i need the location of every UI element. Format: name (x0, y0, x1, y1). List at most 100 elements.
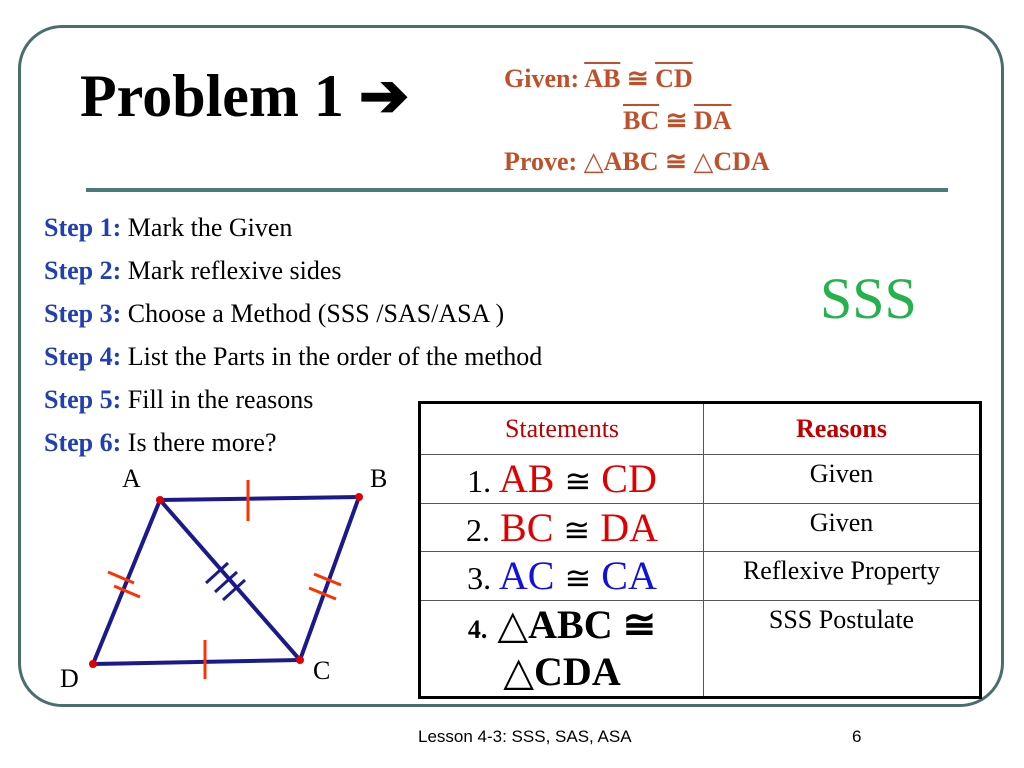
reason-cell: Reflexive Property (703, 551, 981, 601)
congruent-symbol: ≅ (626, 64, 649, 93)
step-item: Step 1: Mark the Given (44, 206, 542, 249)
step-text: List the Parts in the order of the metho… (127, 342, 543, 371)
header-statements: Statements (419, 402, 704, 455)
vertex-points (89, 493, 363, 668)
label-a: A (122, 464, 141, 493)
footer-lesson: Lesson 4-3: SSS, SAS, ASA (418, 727, 632, 746)
reason-cell: Given (703, 502, 981, 553)
side-da (91, 499, 162, 665)
step-label: Step 6: (44, 428, 122, 457)
given-row-1: Given: AB ≅ CD (504, 58, 770, 100)
step-item: Step 5: Fill in the reasons (44, 378, 542, 421)
vertex-a (156, 496, 164, 504)
statement-left: BC (500, 504, 554, 550)
step-label: Step 1: (44, 213, 122, 242)
given-segment-bc: BC (623, 105, 660, 135)
side-cd (92, 658, 301, 666)
given-prove-block: Given: AB ≅ CD BC ≅ DA Prove: △ABC ≅ △CD… (504, 58, 770, 183)
statement-cell: 3. AC ≅ CA (419, 551, 704, 601)
given-row-2: BC ≅ DA (504, 100, 770, 142)
statement-left: AB (498, 456, 555, 502)
label-c: C (313, 656, 330, 685)
tick-da-1 (107, 570, 135, 585)
method-label: SSS (820, 266, 917, 331)
step-label: Step 4: (44, 342, 122, 371)
triangle-icon: △ (503, 649, 535, 695)
table-header-row: Statements Reasons (419, 402, 981, 455)
step-item: Step 6: Is there more? (44, 421, 542, 464)
given-label: Given: (504, 64, 580, 93)
tick-ac-2 (213, 570, 239, 594)
prove-triangle-abc: ABC (603, 147, 659, 177)
statement-cell: 2. BC ≅ DA (419, 502, 704, 553)
table-row: 3. AC ≅ CA Reflexive Property (419, 551, 981, 601)
steps-list: Step 1: Mark the Given Step 2: Mark refl… (44, 206, 542, 464)
triangle-icon: △ (497, 602, 529, 648)
step-text: Is there more? (127, 428, 277, 457)
congruent-symbol: ≅ (665, 105, 688, 135)
step-label: Step 2: (44, 256, 122, 285)
tick-ac-3 (221, 578, 247, 602)
step-label: Step 3: (44, 299, 122, 328)
statement-number: 4. (467, 615, 488, 645)
step-text: Mark the Given (127, 213, 293, 242)
step-text: Choose a Method (SSS /SAS/ASA ) (127, 299, 505, 328)
statement-right: CA (601, 553, 657, 599)
given-segment-da: DA (693, 105, 732, 135)
side-bc (298, 496, 361, 661)
proof-table: Statements Reasons 1. AB ≅ CD Given 2. B… (418, 401, 982, 699)
step-item: Step 4: List the Parts in the order of t… (44, 335, 542, 378)
page-number: 6 (852, 727, 862, 746)
congruent-symbol: ≅ (564, 463, 592, 500)
prove-label: Prove: (504, 147, 578, 177)
header-reasons: Reasons (703, 402, 981, 455)
step-item: Step 3: Choose a Method (SSS /SAS/ASA ) (44, 292, 542, 335)
given-segment-ab: AB (584, 64, 621, 93)
slide-frame (18, 25, 1004, 707)
label-b: B (370, 464, 387, 493)
congruent-symbol: ≅ (622, 602, 657, 648)
prove-triangle-cda: CDA (713, 147, 770, 177)
triangle-icon: △ (583, 147, 604, 177)
tick-bc-2 (308, 586, 337, 601)
statement-right: CDA (534, 649, 621, 695)
statement-right: CD (601, 456, 657, 502)
vertex-c (296, 656, 304, 664)
reason-cell: SSS Postulate (703, 599, 981, 699)
congruent-symbol: ≅ (665, 147, 687, 177)
reason-cell: Given (703, 454, 981, 504)
table-row: 4. △ABC ≅ △CDA SSS Postulate (419, 599, 981, 699)
step-label: Step 5: (44, 385, 122, 414)
statement-number: 3. (467, 560, 492, 597)
step-item: Step 2: Mark reflexive sides (44, 249, 542, 292)
prove-row: Prove: △ABC ≅ △CDA (504, 141, 770, 183)
table-row: 1. AB ≅ CD Given (419, 454, 981, 504)
slide-title: Problem 1 ➔ (80, 63, 410, 129)
tick-bc-1 (313, 572, 342, 587)
vertex-d (89, 660, 97, 668)
statement-number: 1. (467, 463, 492, 500)
congruent-symbol: ≅ (564, 560, 592, 597)
tick-ac-1 (204, 561, 230, 585)
table-row: 2. BC ≅ DA Given (419, 502, 981, 553)
statement-cell: 1. AB ≅ CD (419, 454, 704, 504)
statement-cell: 4. △ABC ≅ △CDA (419, 599, 704, 699)
tick-da-2 (113, 584, 141, 599)
statement-left: ABC (528, 602, 613, 648)
vertex-b (355, 493, 363, 501)
congruent-symbol: ≅ (563, 511, 591, 548)
side-ab (159, 495, 360, 502)
step-text: Mark reflexive sides (127, 256, 342, 285)
figure-lines (91, 495, 361, 666)
title-divider (86, 188, 948, 192)
tick-marks-diagonal (204, 561, 247, 602)
statement-left: AC (498, 553, 555, 599)
statement-number: 2. (466, 511, 491, 548)
given-segment-cd: CD (655, 64, 693, 93)
parallelogram-diagram: A B C D (60, 464, 387, 693)
step-text: Fill in the reasons (127, 385, 314, 414)
statement-right: DA (600, 504, 658, 550)
tick-marks (107, 480, 342, 679)
label-d: D (60, 664, 79, 693)
triangle-icon: △ (693, 147, 714, 177)
